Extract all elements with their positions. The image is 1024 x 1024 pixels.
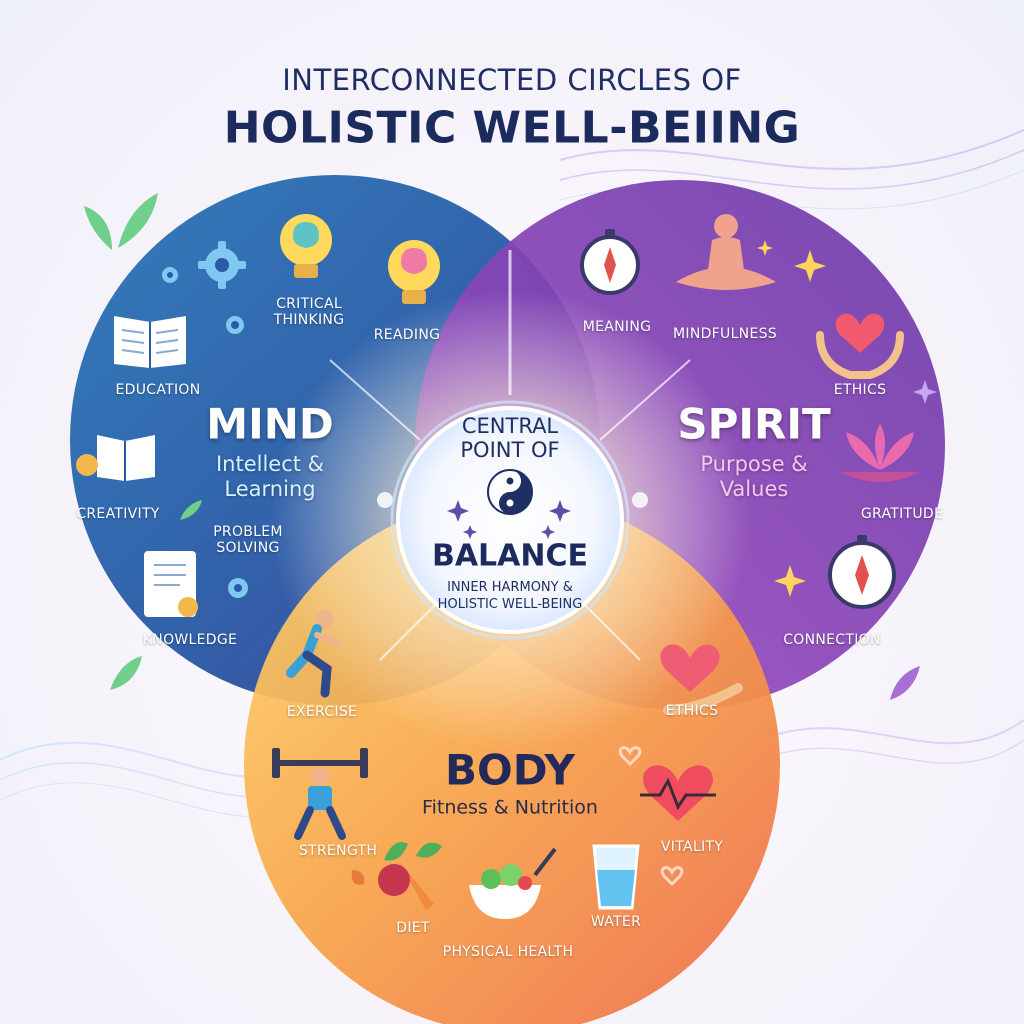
spirit-label-ethics-bottom: ETHICS <box>665 703 719 719</box>
problem-solving-line-2: SOLVING <box>216 540 280 556</box>
body-label-vitality: VITALITY <box>660 839 724 855</box>
body-label-exercise: EXERCISE <box>286 704 358 720</box>
yin-yang-icon <box>487 469 533 515</box>
compass-icon <box>828 535 896 609</box>
book-icon <box>114 316 186 368</box>
body-label-water: WATER <box>590 914 642 930</box>
lightbulb-brain-icon <box>280 214 332 278</box>
mind-label-knowledge: KNOWLEDGE <box>142 632 238 648</box>
hands-heart-icon <box>816 313 904 379</box>
leaf-icon <box>890 666 920 700</box>
heart-hand-icon <box>660 644 743 715</box>
gear-icon <box>228 578 248 598</box>
meditation-icon <box>676 214 776 290</box>
body-label-physical-health: PHYSICAL HEALTH <box>442 944 574 960</box>
problem-solving-line-1: PROBLEM <box>213 524 283 540</box>
heartbeat-icon <box>640 765 716 821</box>
vegetables-icon <box>378 842 442 910</box>
body-label-strength: STRENGTH <box>298 843 378 859</box>
water-glass-icon <box>592 844 640 910</box>
center-tagline: INNER HARMONY & HOLISTIC WELL-BEING <box>438 579 583 613</box>
lightbulb-brain-icon <box>388 240 440 304</box>
mind-label-education: EDUCATION <box>115 382 201 398</box>
mind-label-creativity: CREATIVITY <box>76 506 160 522</box>
gear-icon <box>162 267 178 283</box>
spirit-label-connection: CONNECTION <box>783 632 881 648</box>
mind-label-critical-thinking: CRITICAL THINKING <box>274 296 345 328</box>
spirit-subtitle: Purpose & Values <box>700 452 807 502</box>
spirit-label-mindfulness: MINDFULNESS <box>673 326 777 342</box>
title-line-1: INTERCONNECTED CIRCLES OF <box>282 63 742 97</box>
light-rays <box>329 250 691 661</box>
spirit-subtitle-line-1: Purpose & <box>700 452 808 476</box>
center-circle <box>396 406 624 634</box>
certificate-icon <box>144 551 198 617</box>
center-line-1: CENTRAL <box>461 414 559 438</box>
body-subtitle: Fitness & Nutrition <box>422 796 598 819</box>
book-icon <box>76 435 155 481</box>
body-label-diet: DIET <box>396 920 430 936</box>
mind-label-reading: READING <box>373 327 441 343</box>
sparkle-icon <box>447 500 571 539</box>
salad-icon <box>469 847 557 919</box>
page-title: HOLISTIC WELL-BEIING <box>223 102 801 154</box>
gear-icon <box>226 316 244 334</box>
mind-subtitle-line-2: Learning <box>224 477 316 501</box>
center-tagline-line-1: INNER HARMONY & <box>447 580 573 595</box>
vegetables-icon <box>351 870 365 885</box>
center-line-2: POINT OF <box>460 438 560 462</box>
critical-thinking-line-1: CRITICAL <box>276 296 342 312</box>
center-tagline-line-2: HOLISTIC WELL-BEING <box>437 597 583 612</box>
heart-icon <box>618 746 684 887</box>
mind-label-problem-solving: PROBLEM SOLVING <box>213 524 283 556</box>
spirit-subtitle-line-2: Values <box>719 477 789 501</box>
spirit-heading: SPIRIT <box>677 399 831 449</box>
weightlifter-icon <box>272 748 368 840</box>
mind-subtitle-line-1: Intellect & <box>215 452 325 476</box>
center-heading: BALANCE <box>431 538 589 574</box>
sparkle-icon <box>913 380 937 404</box>
body-heading: BODY <box>445 745 575 795</box>
mind-subtitle: Intellect & Learning <box>216 452 324 502</box>
spirit-label-meaning: MEANING <box>582 319 652 335</box>
sparkle-icon <box>757 240 826 597</box>
mind-heading: MIND <box>206 399 334 449</box>
runner-icon <box>286 610 342 698</box>
spirit-label-ethics-top: ETHICS <box>833 382 887 398</box>
center-heading-lines: CENTRAL POINT OF <box>460 414 559 462</box>
gear-icon <box>198 241 246 289</box>
lotus-icon <box>840 424 920 482</box>
compass-icon <box>580 229 640 295</box>
critical-thinking-line-2: THINKING <box>273 312 345 328</box>
spirit-label-gratitude: GRATITUDE <box>860 506 944 522</box>
leaf-icon <box>84 193 202 690</box>
